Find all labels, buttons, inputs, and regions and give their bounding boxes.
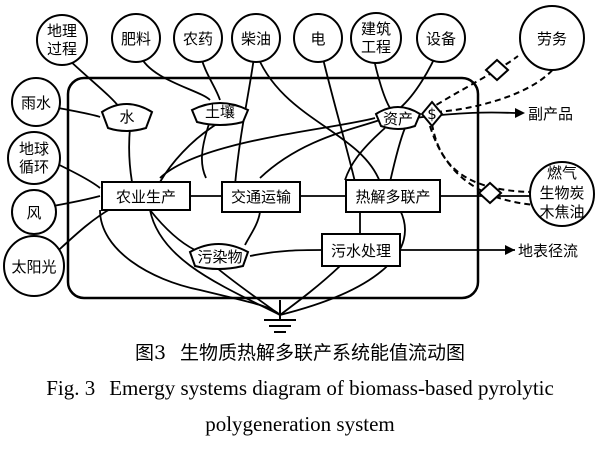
- output-label-runoff: 地表径流: [518, 242, 578, 260]
- source-electricity: 电: [293, 13, 343, 63]
- money-flows: [427, 55, 561, 206]
- money-exchange-diamond-top: [484, 58, 510, 82]
- storage-label-water: 水: [119, 108, 134, 126]
- source-label-construction-line1: 建筑: [361, 20, 391, 38]
- output-label-tar: 木焦油: [539, 203, 584, 221]
- caption-chinese: 图3 生物质热解多联产系统能值流动图: [0, 338, 600, 365]
- storage-assets: 资产: [374, 106, 422, 130]
- source-label-sun: 太阳光: [11, 258, 56, 276]
- source-earth-cycle: 地球 循环: [7, 131, 61, 185]
- source-label-earth-cycle-line1: 地球: [19, 140, 49, 158]
- caption-english-line2: polygeneration system: [205, 412, 395, 436]
- caption-en-title-line1: Emergy systems diagram of biomass-based …: [109, 376, 554, 400]
- source-rain: 雨水: [11, 77, 61, 127]
- output-byproduct: 副产品: [515, 105, 573, 123]
- storage-soil: 土壤: [190, 102, 250, 126]
- source-wind: 风: [11, 189, 57, 235]
- storage-label-assets: 资产: [383, 110, 413, 128]
- source-equipment: 设备: [416, 13, 466, 63]
- source-label-wind: 风: [26, 204, 41, 222]
- source-label-diesel: 柴油: [241, 30, 271, 48]
- heat-sink-ground-icon: [264, 300, 296, 333]
- source-label-labor: 劳务: [537, 30, 567, 48]
- source-fertilizer: 肥料: [111, 13, 161, 63]
- money-exchange-diamond-right: [477, 181, 503, 205]
- process-pyrolysis-polygeneration: 热解多联产: [345, 179, 441, 213]
- source-label-rain: 雨水: [21, 94, 51, 112]
- source-label-equipment: 设备: [426, 30, 456, 48]
- output-label-biochar: 生物炭: [539, 184, 584, 202]
- output-products: 燃气 生物炭 木焦油: [529, 161, 595, 227]
- storage-water: 水: [100, 103, 154, 132]
- output-label-byproduct: 副产品: [528, 105, 573, 123]
- caption-cn-title: 生物质热解多联产系统能值流动图: [180, 342, 466, 364]
- source-label-fertilizer: 肥料: [121, 30, 151, 48]
- source-label-construction-line2: 工程: [361, 38, 391, 56]
- flow-lines: [29, 45, 530, 316]
- process-transport: 交通运输: [221, 181, 301, 213]
- source-label-geo-line1: 地理: [47, 22, 77, 40]
- source-geo-process: 地理 过程: [36, 14, 88, 66]
- source-construction: 建筑 工程: [350, 12, 402, 64]
- source-label-pesticide: 农药: [183, 30, 213, 48]
- caption-en-label: Fig. 3: [46, 376, 96, 400]
- process-label-transport: 交通运输: [231, 188, 291, 206]
- money-symbol: $: [427, 105, 437, 123]
- storage-pollutants: 污染物: [188, 243, 250, 270]
- caption-cn-label: 图3: [134, 342, 167, 364]
- output-label-gas: 燃气: [547, 164, 577, 182]
- source-diesel: 柴油: [231, 13, 281, 63]
- process-agri-production: 农业生产: [101, 181, 191, 211]
- storage-label-pollutants: 污染物: [197, 248, 242, 266]
- source-label-earth-cycle-line2: 循环: [19, 158, 49, 176]
- process-label-agri: 农业生产: [116, 188, 176, 206]
- output-runoff: 地表径流: [505, 242, 578, 260]
- source-label-electricity: 电: [310, 30, 325, 48]
- source-pesticide: 农药: [173, 13, 223, 63]
- process-wastewater-treatment: 污水处理: [321, 233, 401, 267]
- source-label-geo-line2: 过程: [47, 40, 77, 58]
- money-transaction-node: $: [420, 100, 444, 128]
- process-label-pyrolysis: 热解多联产: [355, 188, 430, 206]
- source-sun: 太阳光: [3, 235, 65, 297]
- caption-english-line1: Fig. 3 Emergy systems diagram of biomass-…: [0, 376, 600, 401]
- process-label-wastewater: 污水处理: [331, 242, 391, 260]
- source-labor: 劳务: [519, 5, 585, 71]
- storage-label-soil: 土壤: [205, 103, 235, 121]
